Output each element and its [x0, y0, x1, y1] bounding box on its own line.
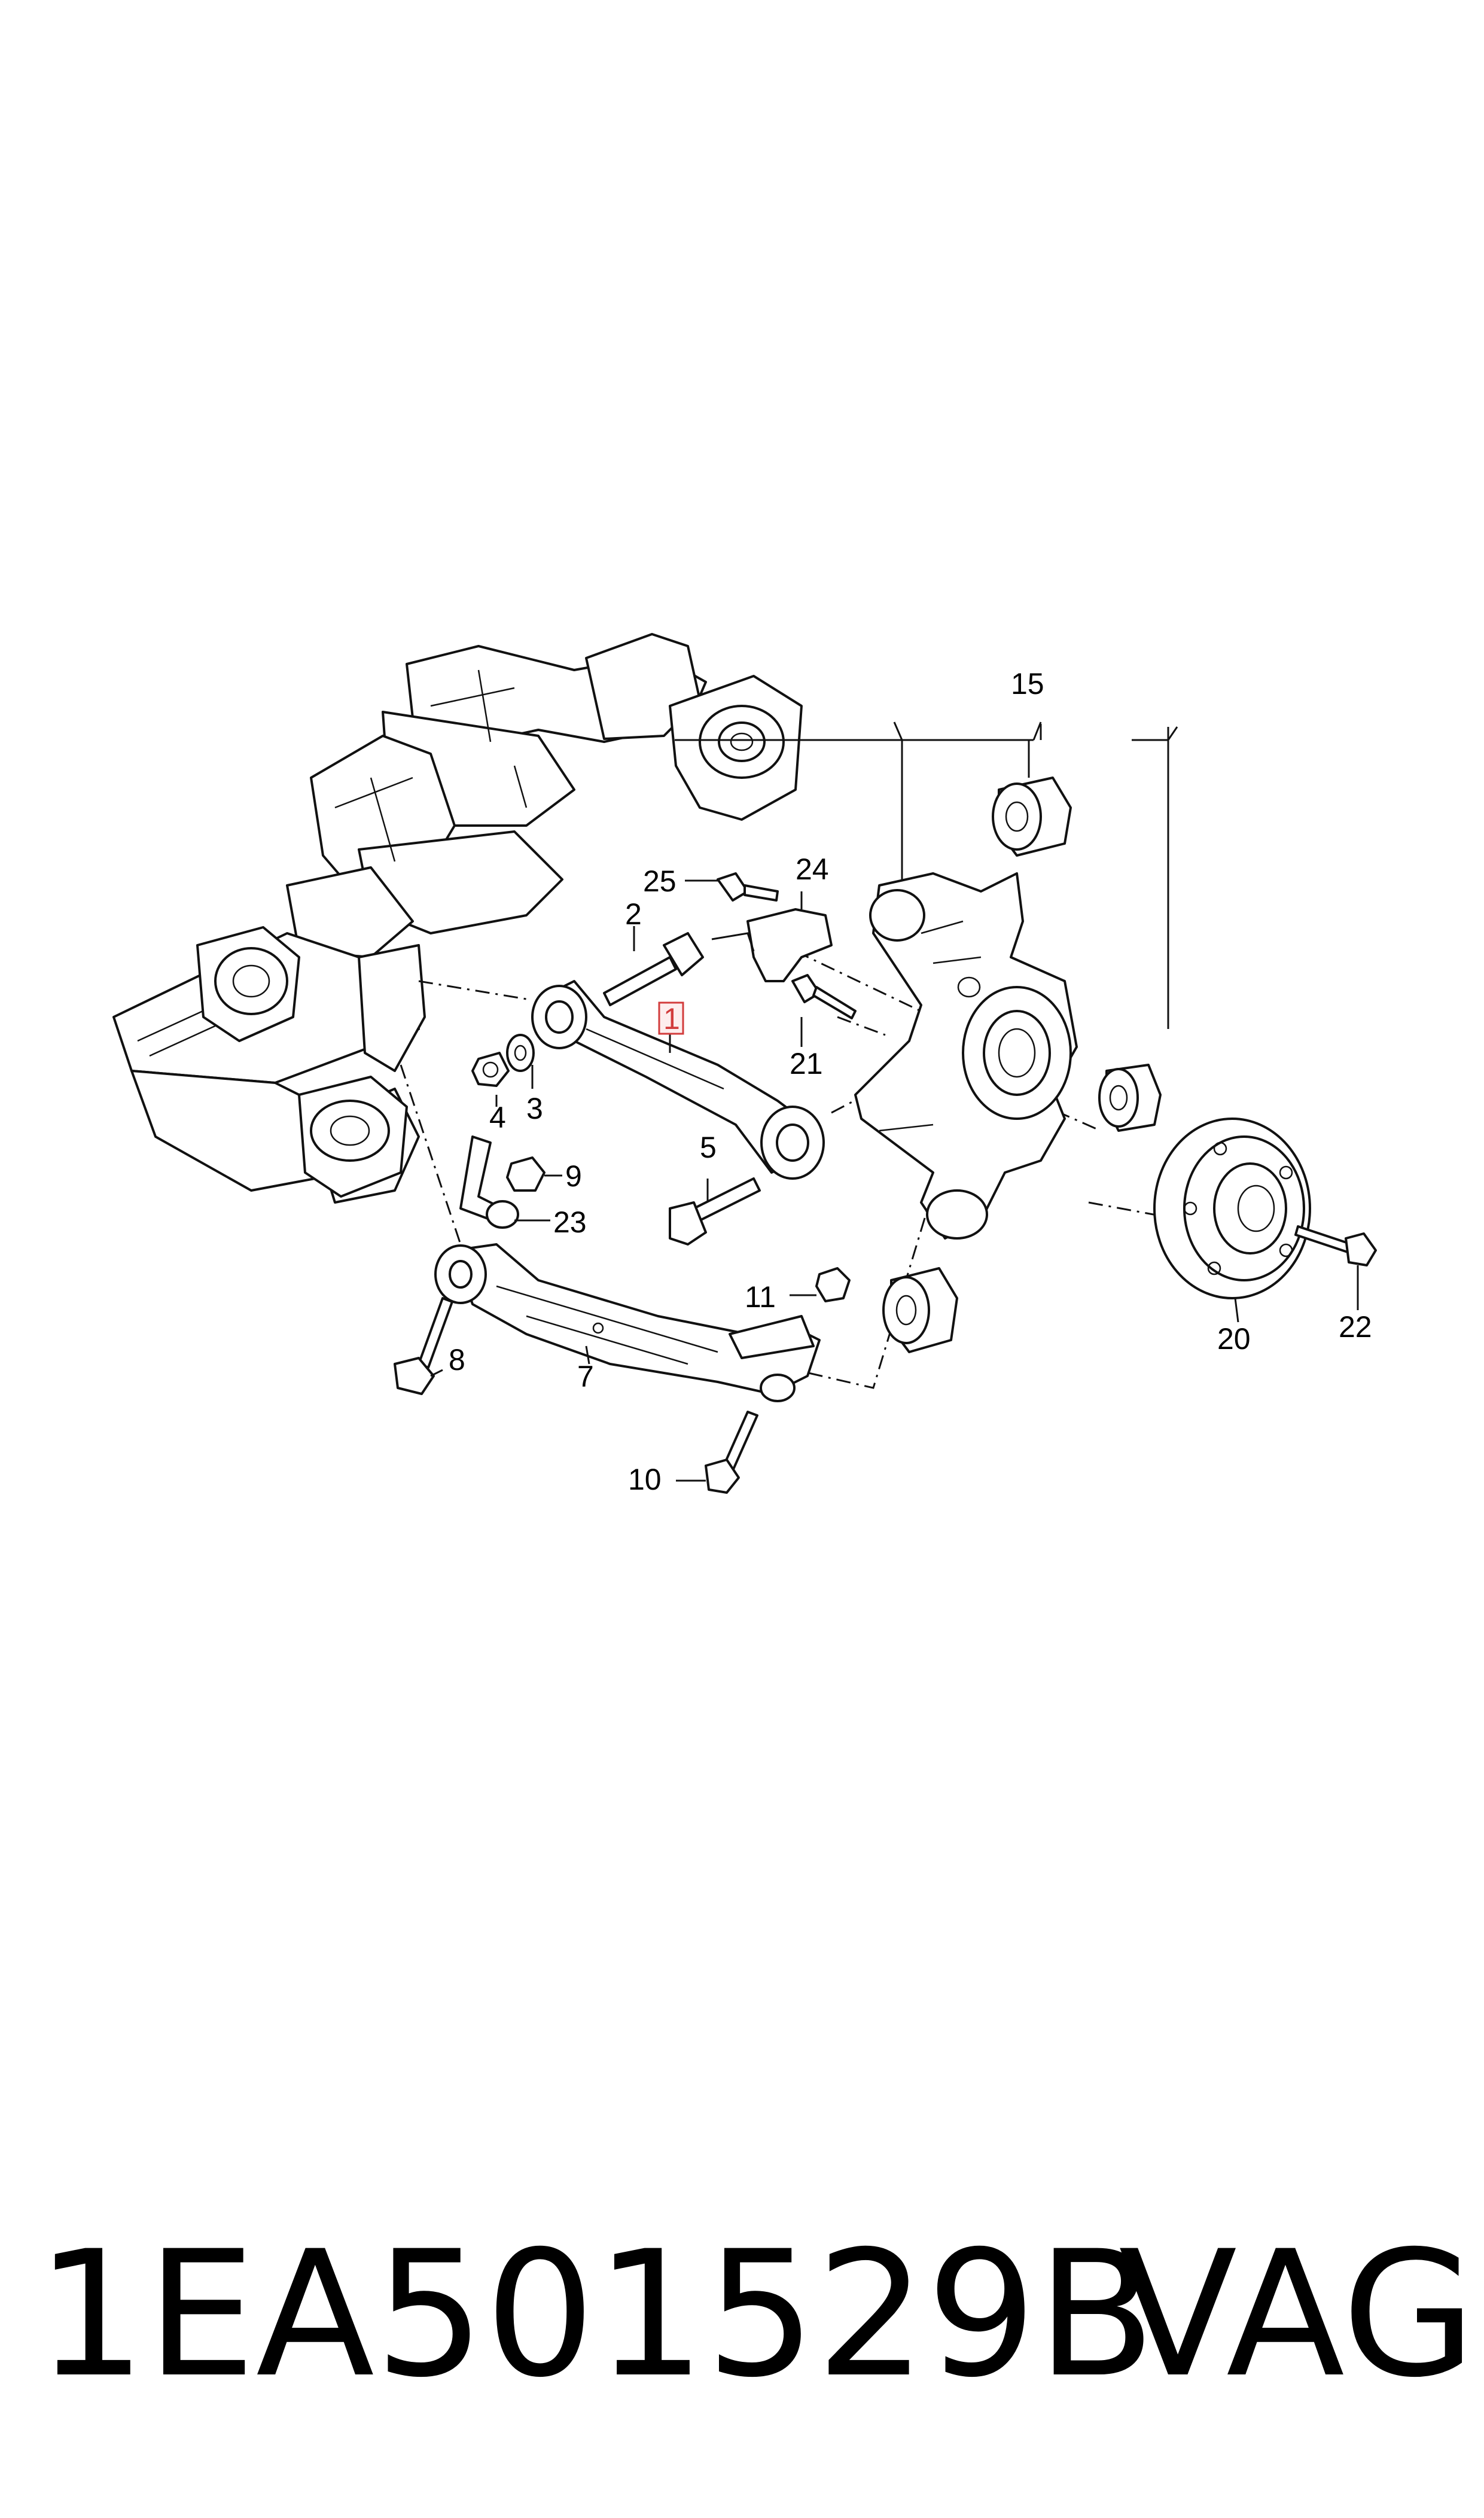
bushing-lower-arm: [882, 1267, 958, 1353]
callout-2: 2: [625, 897, 642, 931]
wheel-carrier: [854, 872, 1078, 1240]
callout-25: 25: [643, 864, 677, 898]
callout-24: 24: [796, 852, 829, 886]
callout-7: 7: [577, 1360, 594, 1393]
callout-21: 21: [790, 1047, 823, 1080]
callout-10: 10: [628, 1463, 662, 1496]
bolt-8: [394, 1297, 453, 1395]
callout-1-highlight-box: [658, 1001, 684, 1035]
bolt-2: [603, 932, 704, 1006]
leader-lines: [430, 721, 1359, 1482]
callout-20: 20: [1217, 1322, 1251, 1356]
bushing-15-lower: [1098, 1064, 1162, 1132]
bolt-25: [717, 872, 779, 902]
callout-labels: 1 2 3 4 5 7 8 9 10 11 15 20 21 22 23 24 …: [449, 667, 1372, 1496]
bolt-10: [705, 1411, 758, 1494]
callout-5: 5: [700, 1131, 717, 1164]
bolt-22: [1294, 1225, 1377, 1266]
callout-4: 4: [489, 1101, 506, 1134]
bolt-5: [669, 1177, 761, 1246]
nut-11: [815, 1267, 851, 1302]
bushing-15-upper: [992, 777, 1072, 857]
lower-control-arm: [434, 1243, 821, 1402]
part-number: 1EA501529B: [36, 2214, 1156, 2416]
callout-11: 11: [745, 1280, 776, 1314]
upper-control-arm: [531, 980, 825, 1180]
callout-9: 9: [565, 1159, 582, 1193]
bracket-24: [711, 908, 833, 982]
wheel-hub-20: [1153, 1118, 1311, 1299]
callout-1: 1: [663, 1002, 680, 1036]
callout-23: 23: [553, 1205, 587, 1239]
callout-22: 22: [1339, 1310, 1372, 1344]
callout-8: 8: [449, 1343, 465, 1377]
callout-3: 3: [526, 1092, 543, 1125]
rear-subframe: [112, 633, 803, 1204]
bolt-21: [791, 974, 857, 1019]
brand-label: VAG: [1119, 2214, 1476, 2416]
callout-15: 15: [1011, 667, 1044, 701]
nut-4: [471, 1052, 510, 1087]
nut-9: [506, 1156, 546, 1192]
bracket-23: [459, 1135, 519, 1229]
washer-3: [506, 1034, 535, 1072]
